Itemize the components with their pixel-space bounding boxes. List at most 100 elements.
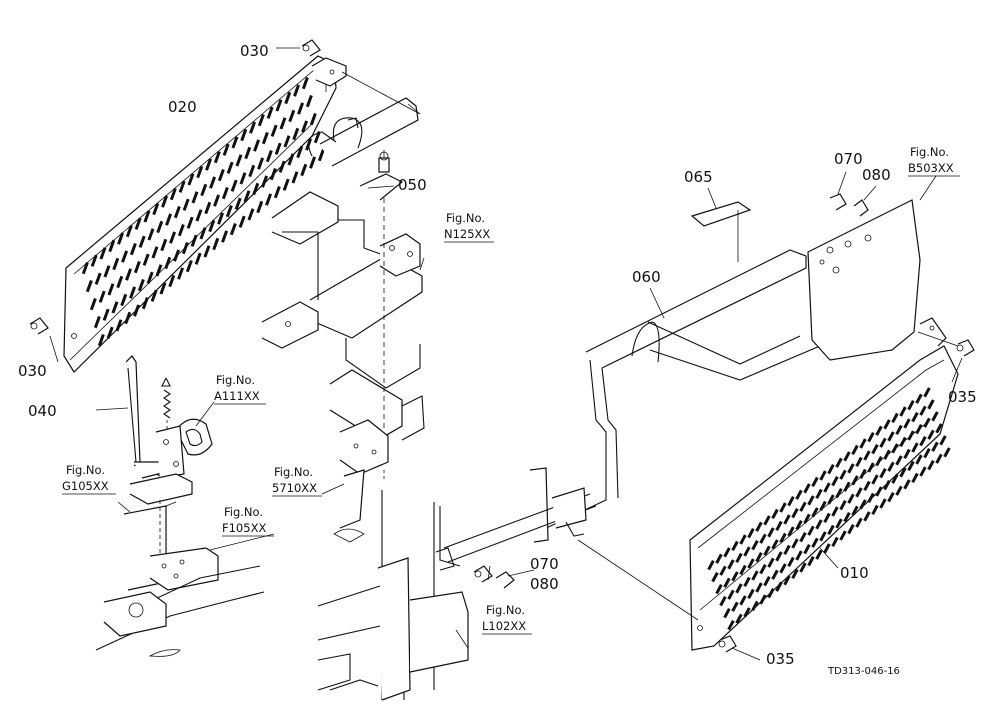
vent-slot <box>120 293 128 307</box>
figure-reference-labels: Fig.No. N125XX Fig.No. A111XX Fig.No. G1… <box>62 145 960 635</box>
vent-slot <box>723 608 731 619</box>
vent-slot <box>270 124 278 137</box>
vent-slot <box>859 438 867 449</box>
vent-slot <box>221 187 229 200</box>
vent-slot <box>106 326 114 339</box>
vent-slot <box>815 488 823 500</box>
vent-slot <box>103 265 111 278</box>
vent-slot <box>847 493 855 504</box>
label-070-top: 070 <box>834 150 863 168</box>
fig-ref-b503-line1: Fig.No. <box>910 145 949 159</box>
vent-slot <box>143 210 151 223</box>
vent-slot <box>903 418 911 429</box>
vent-slot <box>831 476 839 487</box>
vent-slot <box>751 600 759 612</box>
vent-slot <box>265 150 273 163</box>
mount-plates <box>123 473 219 591</box>
vent-slot <box>129 286 137 299</box>
vent-slot <box>99 247 107 260</box>
vent-slot <box>238 215 246 228</box>
vent-slot <box>248 164 256 178</box>
vent-slot <box>112 257 120 271</box>
vent-slot <box>239 172 247 185</box>
vent-slot <box>735 583 743 594</box>
vent-slot <box>867 431 875 443</box>
label-065: 065 <box>684 168 713 186</box>
vent-slot <box>719 595 727 607</box>
vent-slot <box>739 564 747 576</box>
vent-slot <box>899 436 907 448</box>
vent-slot <box>723 547 731 558</box>
vent-slot <box>177 267 185 280</box>
vent-slot <box>187 173 195 186</box>
vent-slot <box>883 419 891 430</box>
vent-slot <box>755 521 763 532</box>
vent-slot <box>771 539 779 550</box>
vent-slot <box>763 576 771 587</box>
vent-slot <box>931 441 939 452</box>
vent-slot <box>125 268 133 281</box>
vent-slot <box>843 451 851 462</box>
vent-slot <box>787 495 795 507</box>
vent-slot <box>291 171 299 184</box>
vent-slot <box>867 492 875 504</box>
vent-slot <box>787 526 795 537</box>
fig-ref-l102-line2: L102XX <box>482 619 526 633</box>
vent-slot <box>855 517 863 528</box>
vent-slot <box>895 455 903 466</box>
bolt-050 <box>359 150 404 201</box>
vent-slot <box>927 429 935 440</box>
vent-slot <box>827 494 835 505</box>
fig-ref-f105xx: Fig.No. F105XX <box>222 505 274 537</box>
vent-slot <box>222 143 230 156</box>
vent-slot <box>225 205 233 218</box>
vent-slot <box>249 121 257 134</box>
vent-slot <box>823 482 831 493</box>
bolt-030-upper <box>301 39 321 57</box>
vent-slot <box>727 559 735 570</box>
vent-slot <box>719 565 727 576</box>
vent-slot <box>309 112 317 126</box>
vent-slot <box>221 230 229 243</box>
vent-slot <box>165 213 173 226</box>
vent-slot <box>859 499 867 510</box>
vent-slot <box>115 319 123 332</box>
vent-slot <box>751 540 759 551</box>
right-grille-bracket <box>919 317 947 347</box>
vent-slot <box>751 570 759 581</box>
hook-bracket <box>155 418 213 479</box>
vent-slot <box>161 195 169 208</box>
fig-ref-5710xx: Fig.No. 5710XX <box>272 465 322 497</box>
left-grille-bracket <box>311 57 347 87</box>
vent-slot <box>803 483 811 494</box>
fig-ref-a111xx: Fig.No. A111XX <box>214 373 266 405</box>
vent-slot <box>234 197 242 210</box>
vent-slot <box>739 595 747 606</box>
vent-slot <box>297 102 305 115</box>
vent-slot <box>134 217 142 230</box>
vent-slot <box>847 463 855 474</box>
label-040: 040 <box>28 402 57 420</box>
vent-slot <box>799 562 807 573</box>
vent-slot <box>863 511 871 522</box>
vent-slot <box>169 187 177 201</box>
vent-slot <box>875 486 883 497</box>
vent-slot <box>779 502 787 513</box>
vent-slot <box>133 304 141 317</box>
vent-slot <box>783 575 791 586</box>
vent-slot <box>879 498 887 509</box>
vent-slot <box>195 209 203 222</box>
fig-ref-n125-line1: Fig.No. <box>446 211 485 225</box>
label-080-bottom: 080 <box>530 575 559 593</box>
vent-slot <box>835 487 843 499</box>
vent-slot <box>843 512 851 523</box>
fig-ref-f105-line1: Fig.No. <box>224 505 263 519</box>
vent-slot <box>261 131 269 145</box>
vent-slot <box>823 543 831 554</box>
vent-slot <box>811 537 819 548</box>
label-050: 050 <box>398 176 427 194</box>
fig-ref-b503xx: Fig.No. B503XX <box>908 145 960 177</box>
vent-slot <box>168 274 176 288</box>
vent-slot <box>226 161 234 174</box>
vent-slot <box>133 260 141 274</box>
